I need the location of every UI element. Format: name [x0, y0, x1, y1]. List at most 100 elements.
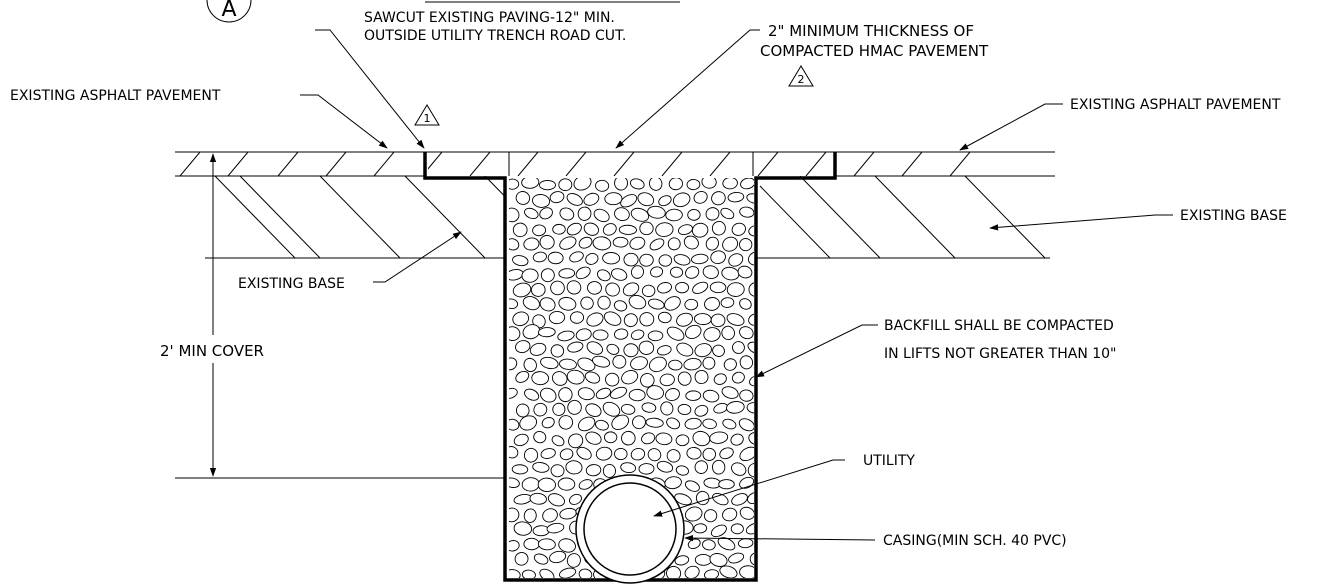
backfill-stone	[511, 464, 529, 475]
backfill-stone	[509, 269, 524, 281]
backfill-stone	[739, 355, 754, 370]
backfill-stone	[666, 565, 682, 578]
backfill-stone	[746, 402, 754, 414]
backfill-stone	[732, 341, 745, 354]
backfill-stone	[521, 569, 536, 578]
base-hatch-left	[214, 176, 505, 258]
backfill-stone	[566, 280, 582, 295]
backfill-stone	[550, 464, 565, 478]
backfill-stone	[524, 388, 540, 401]
backfill-stone	[509, 540, 520, 552]
backfill-stone	[565, 460, 583, 475]
backfill-stone	[738, 418, 754, 432]
backfill-stone	[712, 459, 726, 475]
backfill-stone	[717, 537, 736, 551]
backfill-stone	[638, 340, 655, 355]
asphalt-hatch-right	[853, 152, 971, 176]
backfill-stone	[719, 447, 734, 460]
backfill-stone	[540, 448, 556, 459]
backfill-stone	[684, 298, 699, 311]
backfill-stone	[583, 222, 599, 236]
backfill-stone	[509, 326, 521, 341]
backfill-stone	[722, 507, 738, 522]
backfill-stone	[630, 447, 646, 461]
backfill-stone	[509, 298, 519, 310]
backfill-stone	[747, 462, 754, 478]
backfill-stone	[693, 313, 712, 326]
backfill-stone	[665, 388, 680, 402]
backfill-stone	[558, 415, 574, 430]
backfill-stone	[614, 447, 628, 461]
existing-asphalt-right-label: EXISTING ASPHALT PAVEMENT	[1070, 97, 1281, 113]
backfill-stone	[531, 371, 550, 386]
backfill-stone	[509, 446, 519, 459]
asphalt-hatch-patch	[428, 152, 827, 176]
backfill-stone	[586, 312, 604, 327]
backfill-stone	[705, 207, 720, 221]
backfill-stone	[523, 537, 540, 551]
backfill-stone	[597, 269, 611, 282]
backfill-stone	[685, 324, 702, 339]
backfill-stone	[575, 328, 592, 341]
backfill-stone	[609, 386, 628, 399]
backfill-stone	[677, 403, 692, 416]
backfill-stone	[684, 506, 703, 522]
backfill-stone	[558, 268, 576, 279]
backfill-stone	[521, 178, 540, 189]
backfill-stone	[583, 192, 600, 206]
casing-label: CASING(MIN SCH. 40 PVC)	[883, 533, 1067, 549]
backfill-stones	[509, 178, 754, 578]
backfill-stone	[512, 255, 529, 267]
backfill-stone	[685, 390, 702, 401]
backfill-stone	[659, 373, 675, 387]
backfill-stone	[567, 399, 582, 415]
backfill-stone	[723, 358, 737, 371]
existing-base-left-label: EXISTING BASE	[238, 276, 345, 292]
backfill-stone	[546, 522, 565, 534]
backfill-stone	[514, 552, 529, 566]
backfill-stone	[559, 236, 577, 250]
existing-asphalt-left-label: EXISTING ASPHALT PAVEMENT	[10, 88, 221, 104]
backfill-stone	[730, 523, 744, 535]
backfill-stone	[569, 311, 585, 324]
backfill-label-line1: BACKFILL SHALL BE COMPACTED	[884, 318, 1114, 334]
backfill-stone	[585, 403, 602, 417]
backfill-stone	[694, 343, 712, 358]
backfill-stone	[558, 387, 573, 403]
backfill-stone	[686, 446, 702, 460]
backfill-stone	[641, 284, 656, 298]
backfill-stone	[656, 345, 672, 356]
backfill-stone	[523, 357, 537, 373]
backfill-stone	[540, 268, 555, 283]
backfill-stone	[529, 492, 547, 505]
backfill-stone	[557, 330, 575, 342]
backfill-stone	[731, 493, 748, 506]
backfill-stone	[721, 325, 735, 341]
backfill-stone	[702, 265, 719, 279]
backfill-stone	[558, 567, 577, 578]
backfill-stone	[721, 266, 740, 281]
backfill-stone	[509, 178, 520, 190]
backfill-stone	[685, 266, 700, 279]
backfill-stone	[739, 238, 753, 252]
backfill-stone	[557, 477, 576, 491]
revision-triangle-2: 2	[788, 65, 814, 87]
backfill-stone	[684, 565, 700, 578]
backfill-stone	[720, 297, 735, 308]
backfill-stone	[722, 418, 737, 430]
backfill-stone	[623, 252, 639, 267]
backfill-stone	[709, 431, 729, 444]
backfill-stone	[584, 371, 601, 384]
backfill-stone	[683, 357, 702, 371]
backfill-stone	[655, 432, 673, 446]
backfill-stone	[711, 220, 726, 236]
backfill-stone	[539, 179, 556, 191]
backfill-stone	[539, 207, 553, 220]
backfill-stone	[509, 507, 520, 523]
backfill-stone	[523, 508, 537, 523]
backfill-stone	[675, 434, 690, 447]
backfill-stone	[548, 310, 566, 325]
asphalt-hatch-left	[179, 152, 395, 176]
backfill-stone	[687, 538, 701, 550]
backfill-stone	[586, 341, 603, 355]
